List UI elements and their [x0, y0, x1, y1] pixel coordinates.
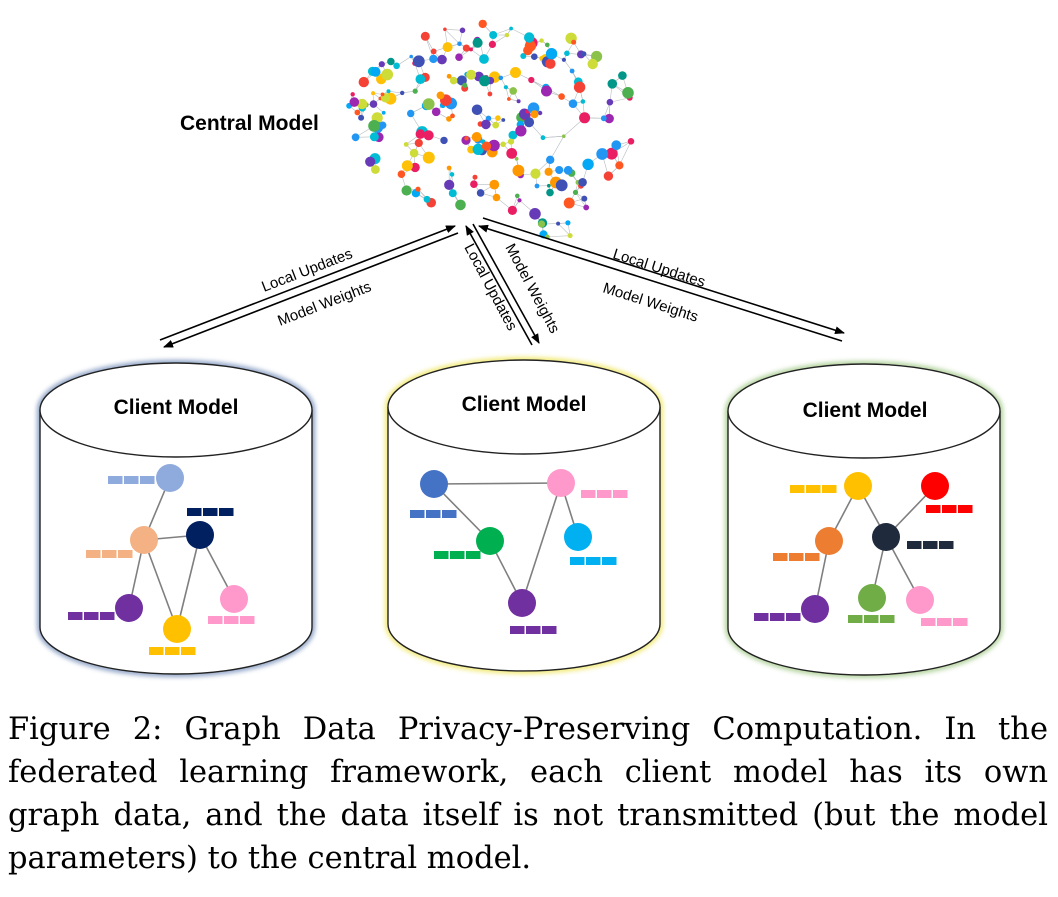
federated-learning-diagram: Central Model Local Updates Model Weight…: [37, 19, 1003, 678]
node-feature-bar: [790, 485, 837, 493]
node-feature-bar: [754, 613, 801, 621]
node-feature-bar: [773, 553, 820, 561]
graph-node: [163, 615, 191, 643]
node-feature-bar: [187, 508, 234, 516]
client-model-label: Client Model: [803, 399, 928, 422]
graph-node: [564, 523, 592, 551]
node-feature-bar: [410, 510, 457, 518]
node-feature-bar: [434, 551, 481, 559]
client-model-label: Client Model: [114, 396, 239, 419]
node-feature-bar: [581, 490, 628, 498]
graph-node: [906, 586, 934, 614]
graph-node: [186, 521, 214, 549]
graph-node: [844, 472, 872, 500]
central-model-label: Central Model: [180, 112, 319, 135]
graph-node: [130, 526, 158, 554]
right-model-weights-label: Model Weights: [601, 280, 700, 326]
node-feature-bar: [149, 647, 196, 655]
node-feature-bar: [570, 557, 617, 565]
right-local-updates-label: Local Updates: [611, 246, 708, 291]
node-feature-bar: [921, 618, 968, 626]
node-feature-bar: [208, 616, 255, 624]
node-feature-bar: [86, 550, 133, 558]
client-model-label: Client Model: [462, 393, 587, 416]
client-database-green: [725, 361, 1003, 678]
graph-node: [858, 584, 886, 612]
graph-node: [156, 464, 184, 492]
graph-node: [921, 472, 949, 500]
node-feature-bar: [907, 541, 954, 549]
node-feature-bar: [68, 612, 115, 620]
client-database-yellow: [385, 357, 663, 674]
graph-node: [508, 589, 536, 617]
node-feature-bar: [926, 505, 973, 513]
figure-caption: Figure 2: Graph Data Privacy-Preserving …: [8, 712, 1048, 876]
graph-node: [115, 594, 143, 622]
node-feature-bar: [848, 615, 895, 623]
node-feature-bar: [108, 476, 155, 484]
graph-node: [220, 585, 248, 613]
graph-node: [815, 527, 843, 555]
brain-network-icon: [346, 19, 635, 240]
graph-node: [420, 470, 448, 498]
graph-node: [476, 527, 504, 555]
client-database-blue: [37, 360, 315, 677]
node-feature-bar: [510, 626, 557, 634]
graph-node: [547, 469, 575, 497]
middle-arrows: Local Updates Model Weights: [460, 223, 563, 346]
graph-node: [872, 523, 900, 551]
left-arrows: Local Updates Model Weights: [159, 225, 459, 348]
graph-node: [801, 595, 829, 623]
